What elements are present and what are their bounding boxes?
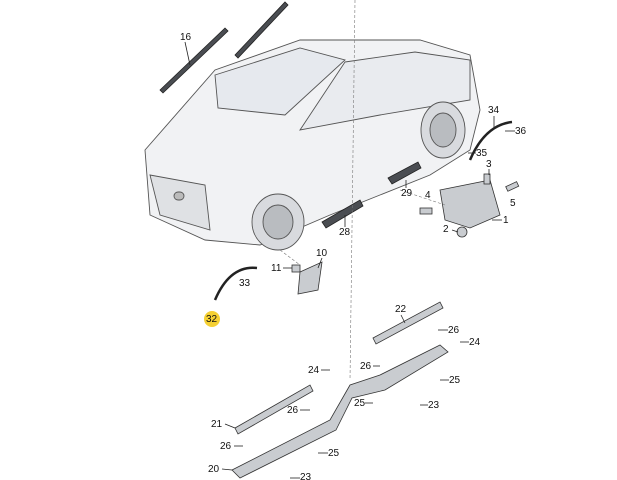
sill-trim-28 bbox=[321, 199, 364, 229]
wheel-arch-trim-35 bbox=[468, 120, 513, 161]
part-label[interactable]: 24 bbox=[469, 337, 481, 348]
part-label[interactable]: 26 bbox=[360, 361, 372, 372]
part-label[interactable]: 4 bbox=[425, 190, 431, 201]
part-label[interactable]: 24 bbox=[308, 365, 320, 376]
part-label[interactable]: 5 bbox=[510, 198, 516, 209]
part-label[interactable]: 33 bbox=[239, 278, 251, 289]
part-label[interactable]: 36 bbox=[515, 126, 527, 137]
nut-2 bbox=[456, 226, 468, 238]
part-label[interactable]: 2 bbox=[443, 224, 449, 235]
part-label[interactable]: 26 bbox=[287, 405, 299, 416]
sill-trim-29 bbox=[387, 161, 422, 185]
part-label[interactable]: 28 bbox=[339, 227, 351, 238]
part-label[interactable]: 25 bbox=[354, 398, 366, 409]
sill-strip-22 bbox=[372, 301, 444, 345]
part-label[interactable]: 32 bbox=[206, 314, 218, 325]
part-label[interactable]: 10 bbox=[316, 248, 328, 259]
roof-trim-strip bbox=[234, 1, 289, 59]
part-label[interactable]: 11 bbox=[271, 263, 282, 274]
bolt-4 bbox=[419, 207, 433, 215]
clip-11 bbox=[291, 264, 301, 273]
mud-flap-1 bbox=[439, 179, 501, 229]
roof-trim-strip-16 bbox=[159, 27, 229, 94]
part-label[interactable]: 3 bbox=[486, 159, 492, 170]
part-label[interactable]: 1 bbox=[503, 215, 509, 226]
trim-10 bbox=[297, 261, 323, 295]
sill-strip-21 bbox=[234, 384, 314, 435]
clip-3 bbox=[483, 173, 491, 185]
part-label[interactable]: 29 bbox=[401, 188, 413, 199]
leader-lines bbox=[184, 41, 515, 479]
part-label[interactable]: 35 bbox=[476, 148, 488, 159]
sill-panel-20 bbox=[231, 344, 449, 479]
car-illustration bbox=[144, 39, 481, 251]
part-label[interactable]: 25 bbox=[328, 448, 340, 459]
part-label[interactable]: 25 bbox=[449, 375, 461, 386]
part-label[interactable]: 34 bbox=[488, 105, 500, 116]
part-labels: 16 34 36 35 3 29 4 5 1 2 28 10 11 33 32 … bbox=[180, 32, 527, 480]
part-label[interactable]: 16 bbox=[180, 32, 192, 43]
part-label[interactable]: 21 bbox=[211, 419, 223, 430]
highlight-marker bbox=[204, 311, 220, 327]
part-label[interactable]: 26 bbox=[220, 441, 232, 452]
part-label[interactable]: 22 bbox=[395, 304, 407, 315]
parts bbox=[159, 0, 520, 479]
bolt-5 bbox=[505, 181, 520, 192]
part-label[interactable]: 20 bbox=[208, 464, 220, 475]
part-label[interactable]: 23 bbox=[300, 472, 312, 480]
part-label[interactable]: 23 bbox=[428, 400, 440, 411]
wheel-arch-trim-33 bbox=[213, 266, 258, 301]
part-label[interactable]: 26 bbox=[448, 325, 460, 336]
